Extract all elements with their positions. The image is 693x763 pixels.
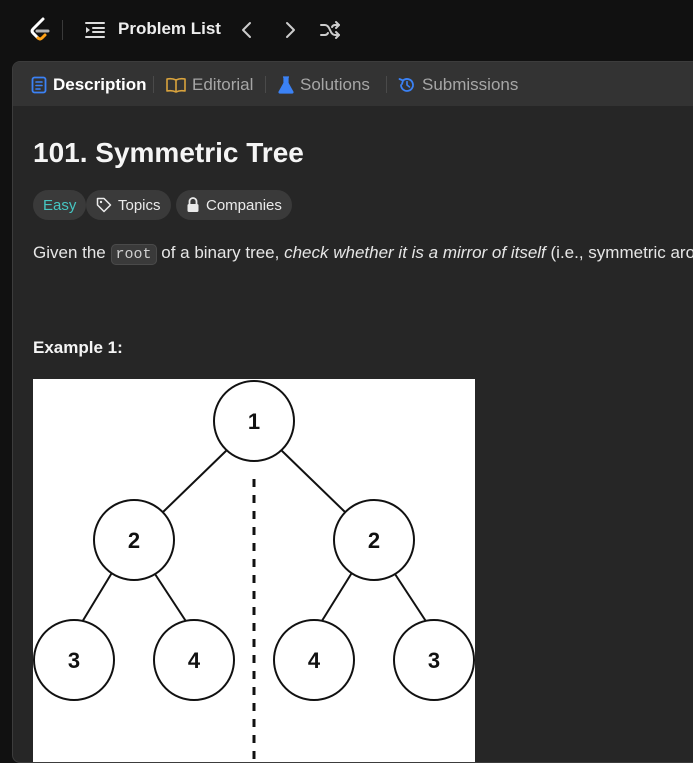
- tab-divider: [386, 76, 387, 93]
- leetcode-logo-icon[interactable]: [26, 16, 54, 44]
- tree-node: 2: [93, 499, 175, 581]
- top-navbar: Problem List: [0, 0, 693, 60]
- chevron-left-icon[interactable]: [235, 18, 259, 42]
- tree-node: 4: [153, 619, 235, 701]
- shuffle-icon[interactable]: [318, 18, 342, 42]
- difficulty-badge: Easy: [33, 190, 87, 220]
- tab-solutions[interactable]: Solutions: [278, 74, 370, 96]
- description-emphasis: check whether it is a mirror of itself: [284, 243, 546, 262]
- page-title: 101. Symmetric Tree: [33, 137, 304, 168]
- description-text: Given the: [33, 243, 111, 262]
- topics-button[interactable]: Topics: [86, 190, 171, 220]
- tab-editorial-label: Editorial: [192, 75, 254, 94]
- companies-label: Companies: [206, 196, 282, 214]
- svg-text:4: 4: [308, 648, 321, 673]
- svg-text:1: 1: [248, 409, 260, 434]
- description-text: of a binary tree,: [156, 243, 285, 262]
- example-tree-image: 1 2 2 3 4 4 3: [33, 379, 475, 762]
- tree-node: 1: [213, 380, 295, 462]
- tree-node: 3: [33, 619, 115, 701]
- problem-list-icon[interactable]: [84, 19, 106, 41]
- svg-text:3: 3: [68, 648, 80, 673]
- tree-node: 3: [393, 619, 475, 701]
- tab-solutions-label: Solutions: [300, 75, 370, 94]
- tree-node: 2: [333, 499, 415, 581]
- companies-button[interactable]: Companies: [176, 190, 292, 220]
- tab-bar: Description Editorial Solutions Submissi…: [13, 62, 693, 106]
- history-icon: [398, 78, 414, 92]
- example-heading: Example 1:: [33, 338, 123, 357]
- tab-editorial[interactable]: Editorial: [166, 74, 253, 96]
- flask-icon: [278, 76, 294, 94]
- tree-node: 4: [273, 619, 355, 701]
- lock-icon: [187, 197, 199, 212]
- tag-icon: [96, 197, 112, 213]
- problem-panel: Description Editorial Solutions Submissi…: [12, 61, 693, 763]
- tab-submissions-label: Submissions: [422, 75, 519, 94]
- tab-submissions[interactable]: Submissions: [398, 74, 518, 96]
- topics-label: Topics: [118, 196, 161, 214]
- description-text: (i.e., symmetric around its center).: [550, 243, 693, 262]
- tab-divider: [265, 76, 266, 93]
- tab-description[interactable]: Description: [31, 74, 147, 96]
- svg-text:2: 2: [128, 528, 140, 553]
- problem-list-label[interactable]: Problem List: [118, 19, 221, 38]
- tab-description-label: Description: [53, 75, 147, 94]
- code-root: root: [110, 244, 157, 265]
- navbar-divider: [62, 20, 63, 40]
- chevron-right-icon[interactable]: [278, 18, 302, 42]
- tab-divider: [153, 76, 154, 93]
- svg-text:3: 3: [428, 648, 440, 673]
- book-icon: [166, 77, 186, 93]
- svg-text:4: 4: [188, 648, 201, 673]
- problem-description: Given the root of a binary tree, check w…: [33, 243, 693, 265]
- svg-text:2: 2: [368, 528, 380, 553]
- description-icon: [31, 76, 47, 94]
